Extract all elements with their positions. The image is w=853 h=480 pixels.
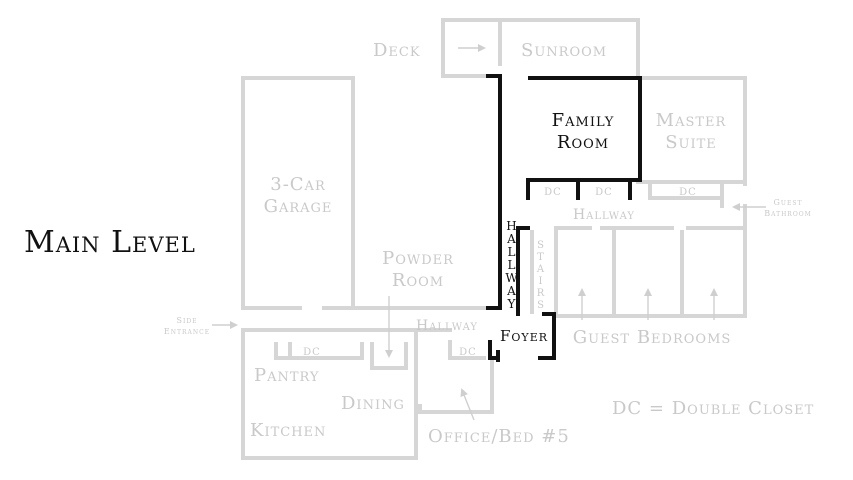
stairs-letter: T	[537, 252, 545, 263]
label-stairs: S T A I R S	[536, 240, 546, 311]
stairs-letter: R	[537, 288, 546, 299]
stairs-letter: A	[536, 264, 545, 275]
closet-labels: DC DC DC DC DC	[303, 187, 697, 358]
label-side-entrance-1: Side	[176, 316, 197, 325]
label-deck: Deck	[373, 40, 421, 61]
label-dc-master: DC	[679, 187, 697, 198]
label-family-room-2: Room	[557, 132, 609, 153]
hallway-letter: H	[506, 219, 517, 233]
label-guest-bedrooms: Guest Bedrooms	[573, 327, 732, 348]
room-labels: Deck Sunroom Family Room Master Suite 3-…	[164, 40, 812, 447]
label-hallway-top: Hallway	[573, 207, 635, 223]
label-master-suite-2: Suite	[665, 132, 717, 153]
walls-highlighted	[486, 74, 642, 362]
label-powder-room-2: Room	[392, 270, 444, 291]
label-pantry: Pantry	[254, 365, 320, 386]
stairs-letter: S	[537, 240, 545, 251]
hallway-letter: W	[505, 271, 518, 285]
label-guest-bathroom-1: Guest	[774, 198, 803, 207]
label-hallway-bottom: Hallway	[416, 318, 478, 334]
label-dining: Dining	[341, 393, 405, 414]
label-garage-1: 3-Car	[270, 174, 326, 195]
hallway-letter: L	[508, 245, 517, 259]
label-dc-hall: DC	[459, 347, 477, 358]
hallway-letter: L	[508, 258, 517, 272]
label-dc-pantry: DC	[303, 347, 321, 358]
label-sunroom: Sunroom	[521, 40, 607, 61]
label-master-suite-1: Master	[656, 110, 727, 131]
label-family-room-1: Family	[552, 110, 615, 131]
walls-muted	[241, 18, 747, 460]
label-dc-family-2: DC	[595, 187, 613, 198]
label-side-entrance-2: Entrance	[164, 327, 210, 336]
legend: DC = Double Closet	[612, 398, 814, 419]
label-office: Office/Bed #5	[428, 426, 570, 447]
label-powder-room-1: Powder	[382, 248, 454, 269]
label-kitchen: Kitchen	[250, 420, 326, 441]
label-foyer: Foyer	[500, 327, 548, 345]
arrows	[212, 44, 766, 421]
hallway-letter: A	[506, 284, 517, 298]
label-dc-family-1: DC	[544, 187, 562, 198]
hallway-letter: A	[506, 232, 517, 246]
stairs-letter: S	[537, 300, 545, 311]
label-guest-bathroom-2: Bathroom	[764, 209, 812, 218]
stairs-letter: I	[539, 276, 544, 287]
label-garage-2: Garage	[264, 196, 333, 217]
label-hallway-vertical: H A L L W A Y	[505, 219, 518, 311]
hallway-letter: Y	[507, 297, 517, 311]
plan-title: Main Level	[24, 225, 196, 260]
